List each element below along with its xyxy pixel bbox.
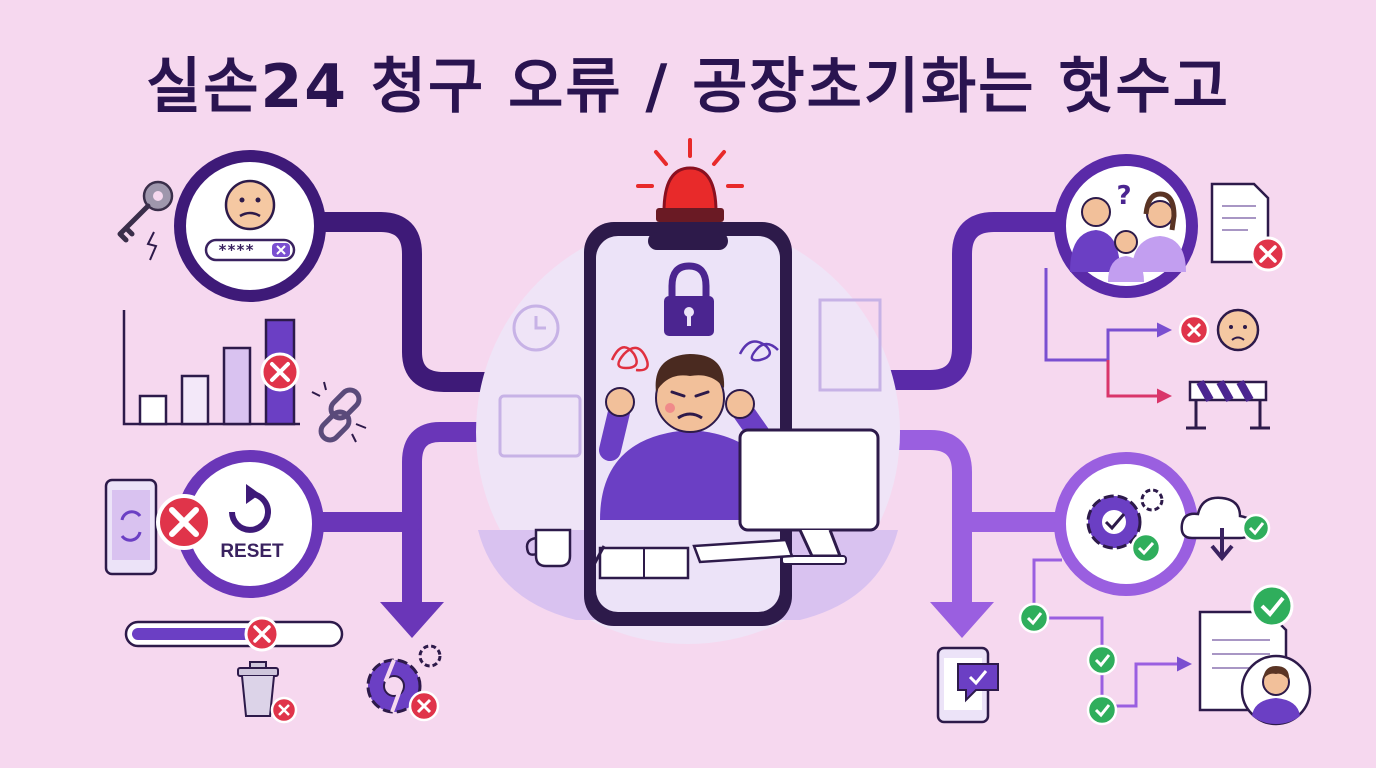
- gear-check-icon: [1086, 488, 1164, 564]
- key-icon: [117, 180, 174, 261]
- coffee-mug: [525, 528, 572, 568]
- family-question-icon: ?: [1070, 181, 1186, 282]
- user-avatar-icon: [1240, 654, 1312, 726]
- cloud-download-check-icon: [1180, 496, 1271, 562]
- progress-bar-error-icon: [124, 616, 344, 652]
- connector-pipes: [308, 212, 1072, 614]
- error-x-icon: [156, 494, 212, 550]
- broken-link-icon: [311, 381, 367, 443]
- broken-gear-icon: [366, 644, 442, 722]
- alarm-siren-icon: [636, 138, 744, 222]
- branch-arrows-top: [1044, 268, 1172, 404]
- sad-face-icon: [224, 179, 276, 231]
- password-value: ****: [218, 241, 254, 259]
- scribble-icons: [610, 340, 779, 372]
- desk-monitor: [738, 428, 880, 565]
- down-arrow-right: [930, 602, 994, 638]
- phone-sync-icon: [104, 478, 158, 576]
- notebook: [588, 545, 690, 580]
- success-check-nodes: [1018, 602, 1118, 726]
- trash-error-icon: [237, 661, 298, 724]
- bar-chart-error-icon: [122, 310, 300, 426]
- password-field: ****: [204, 238, 296, 262]
- baby-sad-icon: [1178, 308, 1260, 352]
- phone-message-check-icon: [936, 646, 999, 724]
- document-error-icon: [1210, 182, 1286, 272]
- lock-icon: [664, 262, 714, 336]
- reset-label: RESET: [220, 541, 284, 562]
- keyboard: [692, 538, 794, 564]
- down-arrow-left: [380, 602, 444, 638]
- page-title: 실손24 청구 오류 / 공장초기화는 헛수고: [146, 52, 1230, 122]
- question-mark: ?: [1116, 181, 1131, 211]
- success-path-lines: [1032, 558, 1192, 708]
- barrier-icon: [1186, 380, 1270, 430]
- reset-icon: [229, 484, 271, 533]
